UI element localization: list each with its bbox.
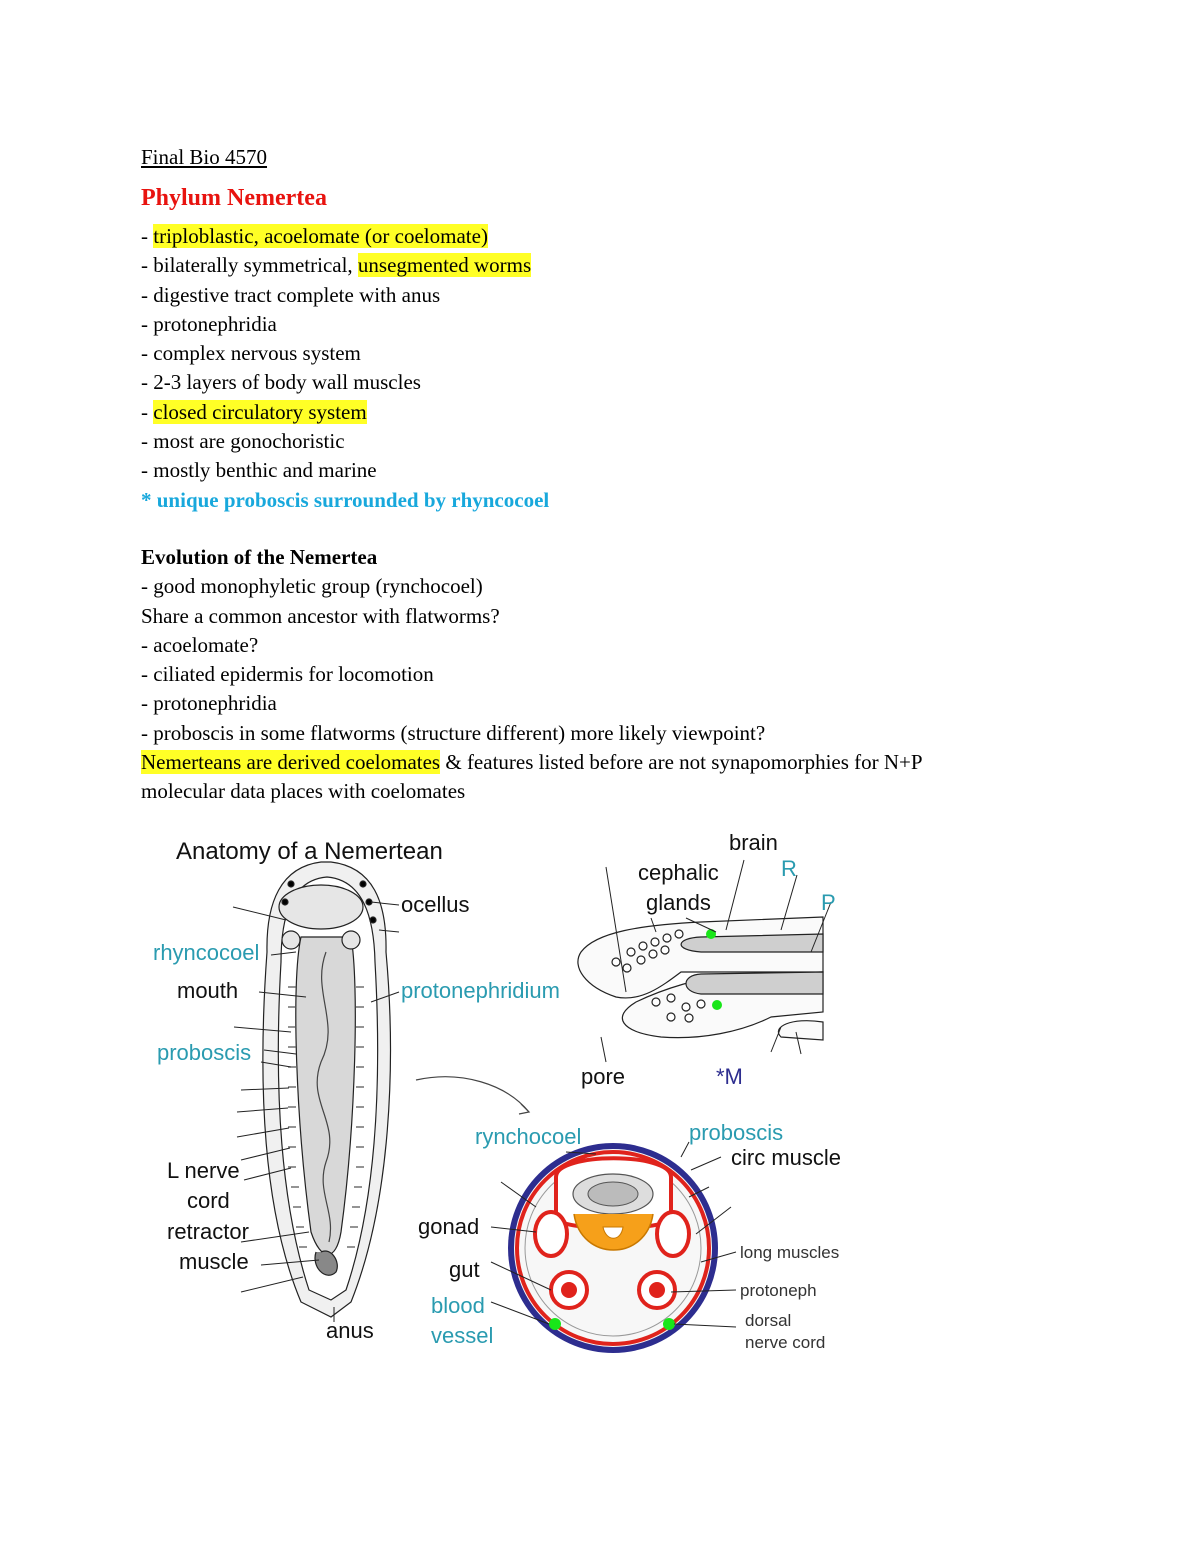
label-protonephridium: protonephridium bbox=[401, 978, 560, 1003]
label-gonad: gonad bbox=[418, 1214, 479, 1239]
feature-list: - triploblastic, acoelomate (or coelomat… bbox=[141, 222, 1141, 515]
label-cephalic: cephalic bbox=[638, 860, 719, 885]
label-rhyncocoel: rhyncocoel bbox=[153, 940, 259, 965]
label-dorsal: dorsal bbox=[745, 1311, 791, 1330]
evolution-line: - proboscis in some flatworms (structure… bbox=[141, 720, 766, 745]
feature-item: - bilaterally symmetrical, unsegmented w… bbox=[141, 253, 532, 278]
label-proboscis: proboscis bbox=[157, 1040, 251, 1065]
anatomy-diagram: Anatomy of a Nemertean ocellus rhyncocoe… bbox=[153, 830, 841, 1353]
feature-item: - triploblastic, acoelomate (or coelomat… bbox=[141, 224, 488, 248]
label-muscle: muscle bbox=[179, 1249, 249, 1274]
label-pore: pore bbox=[581, 1064, 625, 1089]
label-m: *M bbox=[716, 1064, 743, 1089]
nemertean-anatomy-figure: Anatomy of a Nemertean ocellus rhyncocoe… bbox=[141, 822, 841, 1362]
feature-item: - closed circulatory system bbox=[141, 399, 367, 424]
label-circ-muscles: circ muscles bbox=[731, 1145, 841, 1170]
feature-item: - most are gonochoristic bbox=[141, 429, 345, 454]
label-gut: gut bbox=[449, 1257, 480, 1282]
feature-item: - 2-3 layers of body wall muscles bbox=[141, 370, 421, 395]
label-mouth: mouth bbox=[177, 978, 238, 1003]
label-long-muscles: long muscles bbox=[740, 1243, 839, 1262]
evolution-line: Share a common ancestor with flatworms? bbox=[141, 603, 500, 628]
label-rynchocoel: rynchocoel bbox=[475, 1124, 581, 1149]
document-body: Final Bio 4570 Phylum Nemertea - triplob… bbox=[141, 140, 1141, 807]
label-ocellus: ocellus bbox=[401, 892, 469, 917]
label-vessel: vessel bbox=[431, 1323, 493, 1348]
feature-item: - complex nervous system bbox=[141, 341, 361, 366]
feature-item: - mostly benthic and marine bbox=[141, 458, 377, 483]
label-glands: glands bbox=[646, 890, 711, 915]
label-protoneph: protoneph bbox=[740, 1281, 817, 1300]
evolution-heading: Evolution of the Nemertea bbox=[141, 544, 378, 569]
label-nerve-cord: nerve cord bbox=[745, 1333, 825, 1352]
label-brain: brain bbox=[729, 830, 778, 855]
label-proboscis-section: proboscis bbox=[689, 1120, 783, 1145]
label-r: R bbox=[781, 856, 797, 881]
feature-item: - digestive tract complete with anus bbox=[141, 282, 441, 307]
document-title: Final Bio 4570 bbox=[141, 145, 268, 169]
special-note: * unique proboscis surrounded by rhyncoc… bbox=[141, 487, 550, 512]
worm-body-drawing bbox=[262, 861, 392, 1318]
evolution-line: - protonephridia bbox=[141, 691, 277, 716]
nerve-dot bbox=[712, 1000, 722, 1010]
evolution-section: Evolution of the Nemertea - good monophy… bbox=[141, 543, 1141, 807]
brain-dot bbox=[706, 929, 716, 939]
evolution-conclusion: Nemerteans are derived coelomates & feat… bbox=[141, 750, 923, 775]
phylum-heading: Phylum Nemertea bbox=[141, 185, 327, 211]
feature-item: - protonephridia bbox=[141, 311, 277, 336]
evolution-last-line: molecular data places with coelomates bbox=[141, 779, 466, 804]
label-pointers bbox=[232, 901, 400, 1322]
label-l-nerve: L nerve bbox=[167, 1158, 240, 1183]
label-anus: anus bbox=[326, 1318, 374, 1343]
head-section-drawing bbox=[577, 916, 824, 1041]
cross-section-drawing bbox=[508, 1143, 718, 1353]
label-cord: cord bbox=[187, 1188, 230, 1213]
figure-title: Anatomy of a Nemertean bbox=[176, 838, 443, 865]
evolution-line: - acoelomate? bbox=[141, 632, 259, 657]
label-p: P bbox=[821, 890, 836, 915]
label-blood: blood bbox=[431, 1293, 485, 1318]
label-retractor: retractor bbox=[167, 1219, 249, 1244]
head-pointers bbox=[600, 859, 832, 1063]
evolution-line: - ciliated epidermis for locomotion bbox=[141, 662, 434, 687]
section-arrow bbox=[415, 1076, 530, 1113]
section-pointers bbox=[490, 1141, 737, 1328]
evolution-line: - good monophyletic group (rynchocoel) bbox=[141, 574, 483, 599]
